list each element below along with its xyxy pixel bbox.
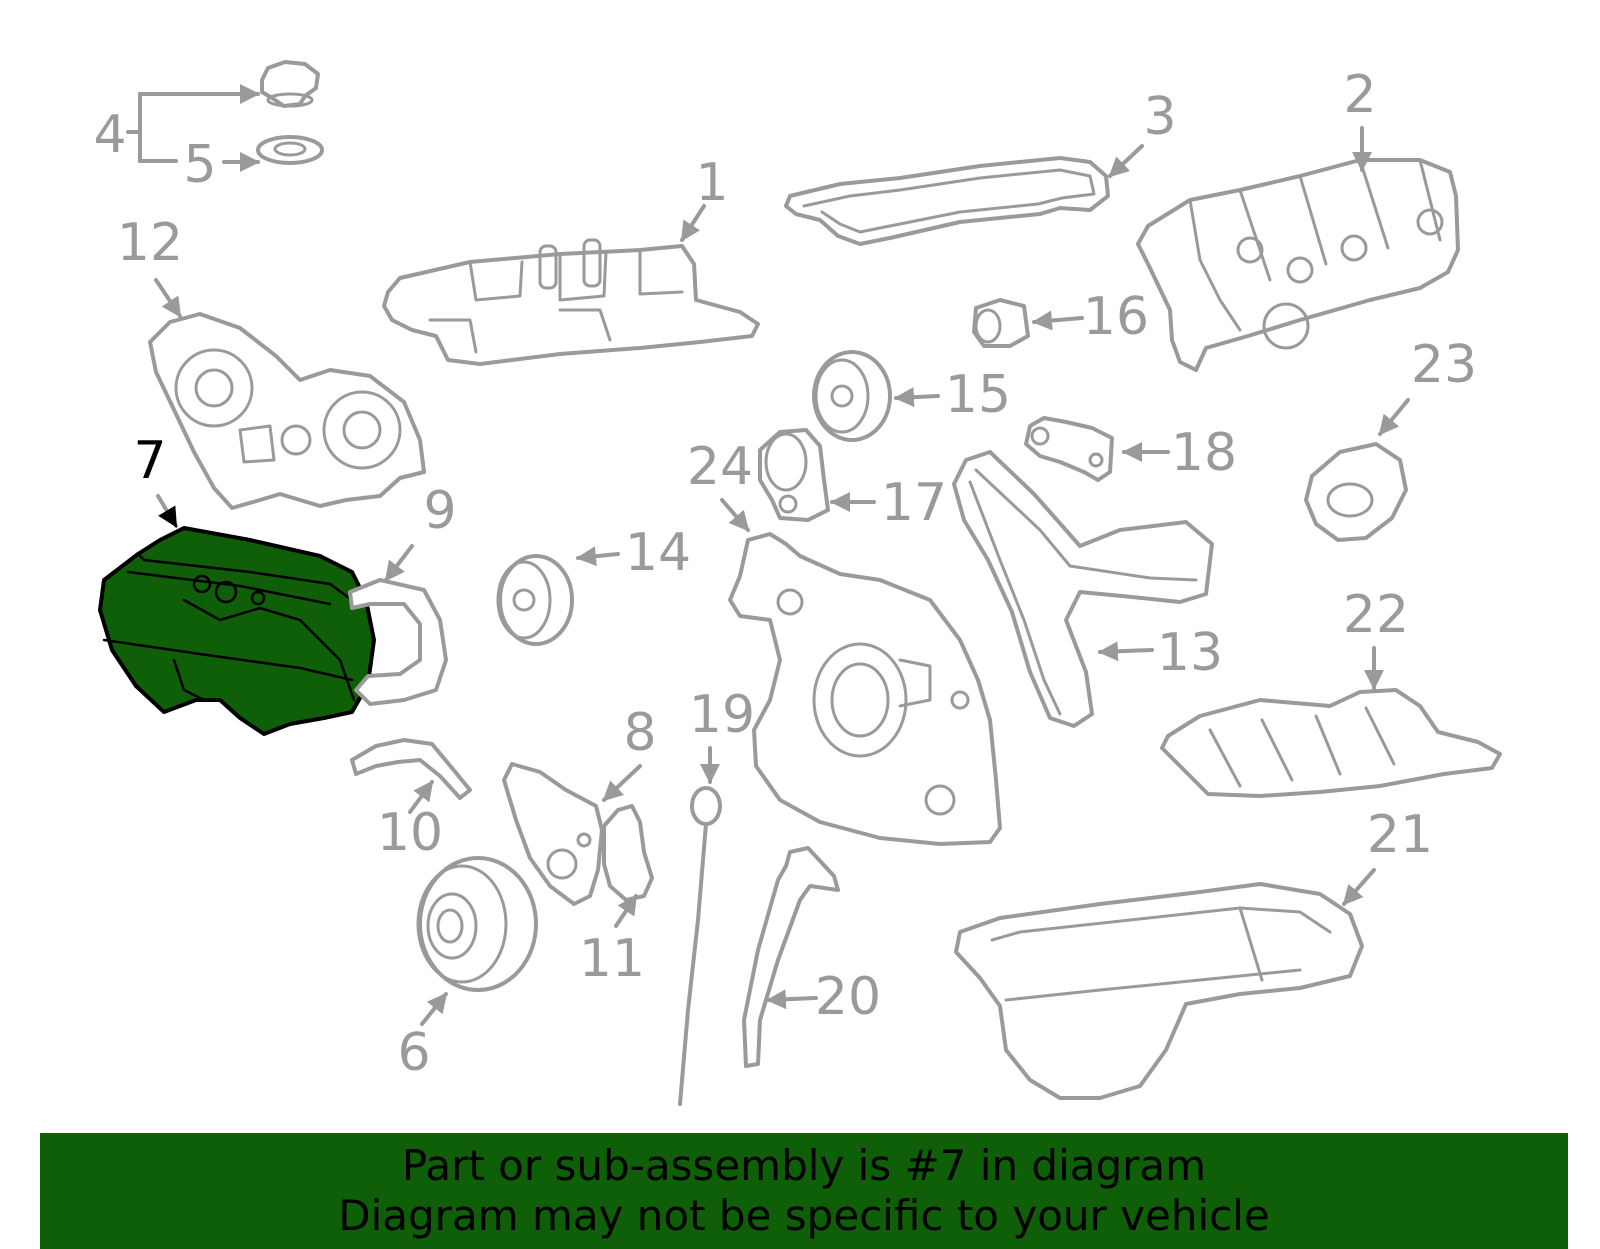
banner-line-2: Diagram may not be specific to your vehi… [338,1191,1270,1240]
callout-19: 19 [689,685,755,745]
idler-pulley-14[interactable] [496,554,574,646]
oil-filler-cap[interactable] [260,60,320,108]
timing-belt[interactable] [952,450,1214,728]
dipstick-tube[interactable] [742,846,840,1068]
oil-pan-baffle[interactable] [1160,688,1502,798]
callout-20: 20 [815,967,881,1027]
timing-cover-gasket[interactable] [348,578,448,706]
callout-17: 17 [881,473,947,533]
info-banner: Part or sub-assembly is #7 in diagram Di… [40,1133,1568,1249]
timing-cover-bracket[interactable] [502,762,604,906]
oil-pan[interactable] [954,882,1364,1100]
callout-7: 7 [133,431,166,491]
callout-1: 1 [695,153,728,213]
oil-pump-housing[interactable] [728,532,1002,846]
oil-filter[interactable] [1304,442,1408,542]
bracket-gasket[interactable] [602,804,654,902]
callout-2: 2 [1343,65,1376,125]
callout-4: 4 [93,105,126,165]
callout-9: 9 [423,481,456,541]
intake-plenum[interactable] [382,238,760,366]
callout-18: 18 [1171,423,1237,483]
callout-16: 16 [1083,287,1149,347]
oil-dipstick[interactable] [678,786,722,1106]
callout-22: 22 [1343,585,1409,645]
timing-cover-part-7[interactable] [98,526,376,736]
idler-bushing[interactable] [972,298,1030,348]
engine-bracket[interactable] [350,738,472,800]
valve-cover-gasket[interactable] [784,156,1110,246]
callout-24: 24 [687,437,753,497]
callout-11: 11 [579,929,645,989]
callout-14: 14 [625,523,691,583]
oil-filler-gasket[interactable] [256,135,324,165]
belt-tensioner[interactable] [758,428,830,522]
crankshaft-pulley[interactable] [416,856,538,992]
banner-line-1: Part or sub-assembly is #7 in diagram [401,1141,1207,1190]
bracket-4-leader [126,92,142,163]
callout-6: 6 [397,1023,430,1083]
callout-12: 12 [117,213,183,273]
callout-23: 23 [1411,335,1477,395]
timing-sensor-bracket[interactable] [1024,416,1114,482]
callout-15: 15 [945,365,1011,425]
callout-5: 5 [183,135,216,195]
camshaft-pulley[interactable] [812,350,892,442]
callout-3: 3 [1143,87,1176,147]
callout-21: 21 [1367,805,1433,865]
timing-belt-plate[interactable] [148,312,426,510]
callout-8: 8 [623,703,656,763]
cylinder-head-cover[interactable] [1136,158,1460,372]
callout-10: 10 [377,803,443,863]
callout-13: 13 [1157,623,1223,683]
